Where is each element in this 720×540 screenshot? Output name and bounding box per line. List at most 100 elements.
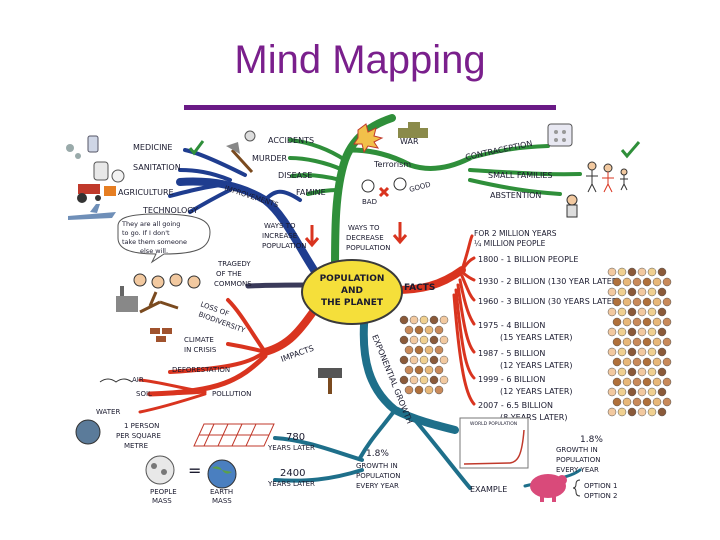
years-2400-label: YEARS LATER (267, 480, 315, 488)
face-icon (662, 317, 672, 327)
face-icon (439, 315, 449, 325)
face-icon (607, 307, 617, 317)
toilet-icon (93, 161, 125, 183)
increase-line-1: WAYS TO (264, 222, 296, 230)
decrease-line-2: DECREASE (346, 234, 384, 242)
face-icon (642, 337, 652, 347)
fact-2007: 2007 - 6.5 BILLION (478, 401, 553, 410)
speech-line-4: else will. (140, 247, 168, 255)
arrow-down-icon (304, 225, 320, 248)
face-icon (632, 357, 642, 367)
rate-right-line-3: EVERY YEAR (556, 466, 599, 474)
face-icon (657, 327, 667, 337)
years-780: 780 (286, 432, 305, 443)
dead-tree-icon (139, 291, 179, 314)
face-icon (617, 327, 627, 337)
fact-1987: 1987 - 5 BILLION (478, 349, 545, 358)
face-icon (622, 377, 632, 387)
face-icon (627, 387, 637, 397)
label-war: WAR (400, 137, 419, 146)
face-icon (627, 407, 637, 417)
population-curve (463, 429, 525, 465)
center-line-1: POPULATION (320, 274, 385, 284)
face-icon (637, 307, 647, 317)
face-icon (642, 397, 652, 407)
hammer-icon (318, 368, 342, 394)
label-terrorism: Terrorism (373, 160, 411, 169)
brick-icon (150, 328, 172, 342)
face-icon (662, 277, 672, 287)
face-icon (647, 287, 657, 297)
face-icon (404, 365, 414, 375)
face-icon (419, 335, 429, 345)
pill-pack-icon (547, 123, 573, 147)
face-icon (622, 357, 632, 367)
factory-icon (116, 286, 138, 312)
causes-group: MEDICINE SANITATION AGRICULTURE TECHNOLO… (66, 135, 280, 220)
face-icon (657, 307, 667, 317)
fact-1975: 1975 - 4 BILLION (478, 321, 545, 330)
face-icon (404, 385, 414, 395)
face-icon (652, 337, 662, 347)
fact-1987-gap: (12 YEARS LATER) (500, 361, 573, 370)
face-icon (657, 407, 667, 417)
center-line-3: THE PLANET (321, 298, 384, 308)
face-icon (637, 387, 647, 397)
label-climate-line-2: IN CRISIS (184, 346, 217, 354)
face-icon (657, 347, 667, 357)
face-icon (657, 287, 667, 297)
density-line-2: PER SQUARE (116, 432, 161, 440)
face-icon (617, 347, 627, 357)
face-icon (424, 325, 434, 335)
face-icon (434, 325, 444, 335)
face-icon (617, 407, 627, 417)
facts-group: FACTS FOR 2 MILLION YEARS ¼ MILLION PEOP… (399, 229, 672, 422)
rate-left-line-1: GROWTH IN (356, 462, 398, 470)
label-bad: BAD (362, 198, 377, 206)
face-icon (647, 307, 657, 317)
face-icon (622, 297, 632, 307)
branch-growth (359, 308, 459, 434)
face-icon (637, 367, 647, 377)
fact-1999: 1999 - 6 BILLION (478, 375, 545, 384)
face-icon (642, 297, 652, 307)
face-icon (617, 287, 627, 297)
face-icon (424, 345, 434, 355)
earth-icon (207, 459, 237, 489)
tractor-icon (77, 184, 116, 203)
fact-1960: 1960 - 3 BILLION (30 YEARS LATER) (478, 297, 620, 306)
face-icon (434, 385, 444, 395)
face-icon (409, 375, 419, 385)
deaths-group: ACCIDENTS MURDER DISEASE FAMINE WAR Terr… (226, 122, 432, 206)
people-mass-line-2: MASS (152, 497, 172, 505)
happy-face-icon (393, 177, 407, 191)
face-icon (647, 387, 657, 397)
label-deforestation: DEFORESTATION (172, 366, 230, 374)
impacts-group: IMPACTS LOSS OF BIODIVERSITY CLIMATE IN … (75, 286, 342, 445)
face-icon (607, 407, 617, 417)
face-icon (652, 297, 662, 307)
sad-face-icon (361, 179, 375, 193)
label-water: WATER (96, 408, 120, 416)
face-icon (637, 287, 647, 297)
label-option-2: OPTION 2 (584, 492, 618, 500)
face-icon (409, 335, 419, 345)
face-icon (632, 277, 642, 287)
face-icon (647, 407, 657, 417)
face-icon (637, 327, 647, 337)
ways-decrease-group: WAYS TO DECREASE POPULATION (346, 222, 408, 252)
label-pollution: POLLUTION (212, 390, 251, 398)
label-facts: FACTS (404, 283, 435, 293)
face-icon (637, 407, 647, 417)
face-icon (662, 297, 672, 307)
fact-1930: 1930 - 2 BILLION (130 YEAR LATER) (478, 277, 620, 286)
face-icon (429, 375, 439, 385)
face-icon (424, 365, 434, 375)
face-icon (439, 375, 449, 385)
face-icon (642, 317, 652, 327)
face-icon (657, 367, 667, 377)
face-icon (607, 367, 617, 377)
label-sanitation: SANITATION (133, 163, 181, 172)
face-icon (622, 317, 632, 327)
face-icon (617, 307, 627, 317)
